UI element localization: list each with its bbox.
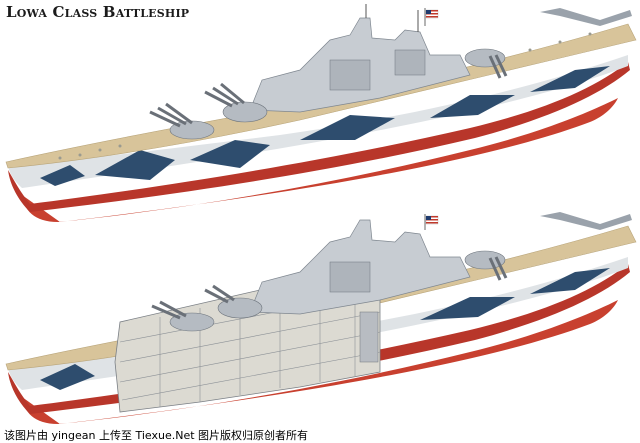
hull-camouflage xyxy=(8,55,628,188)
us-flag-icon xyxy=(424,8,439,26)
aft-turret xyxy=(464,48,508,79)
image-title: Lowa Class Battleship xyxy=(6,3,190,21)
footer-caption: 该图片由 yingean 上传至 Tiexue.Net 图片版权归原创者所有 xyxy=(4,429,309,442)
battleship-cutaway xyxy=(5,212,637,424)
forward-turret-2 xyxy=(204,82,268,123)
battleship-illustration xyxy=(5,4,637,424)
forward-turret-2 xyxy=(204,284,263,319)
stern-crane xyxy=(540,212,632,230)
aft-turret xyxy=(464,250,508,281)
battleship-exterior xyxy=(5,4,637,222)
stern-crane xyxy=(540,8,632,26)
footer-bar: 该图片由 yingean 上传至 Tiexue.Net 图片版权归原创者所有 xyxy=(0,426,640,442)
forward-turret-1 xyxy=(149,102,215,140)
us-flag-icon xyxy=(424,214,439,230)
forward-turret-1 xyxy=(151,300,215,332)
